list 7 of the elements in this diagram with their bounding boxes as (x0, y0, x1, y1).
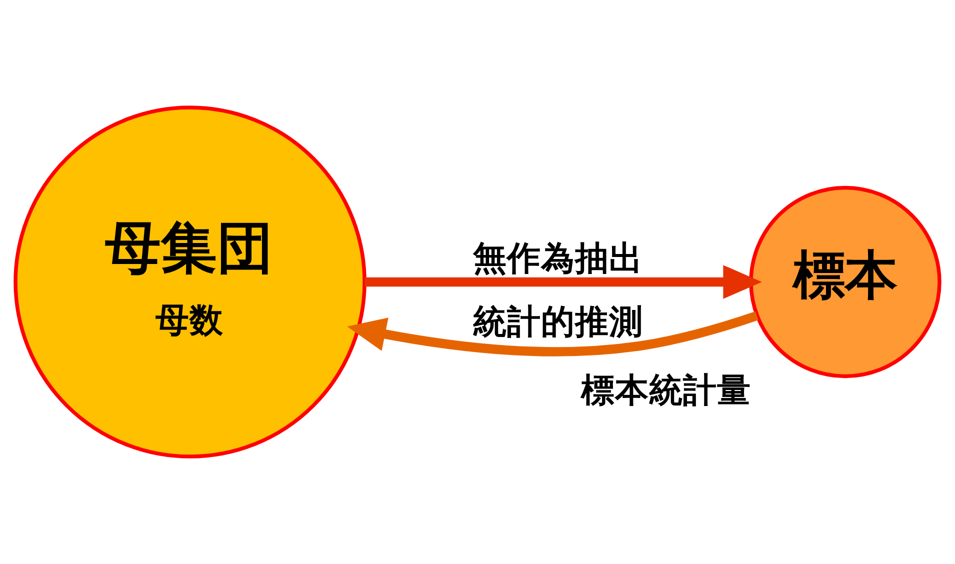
edge-label: 無作為抽出 (472, 238, 643, 278)
node-label: 標本統計量 (581, 370, 752, 410)
arrow (347, 311, 758, 356)
arrow (364, 265, 762, 299)
edge-label: 統計的推測 (472, 302, 643, 342)
node-circle: 母集団 母数 (14, 106, 366, 458)
node-circle: 標本 (749, 186, 942, 378)
